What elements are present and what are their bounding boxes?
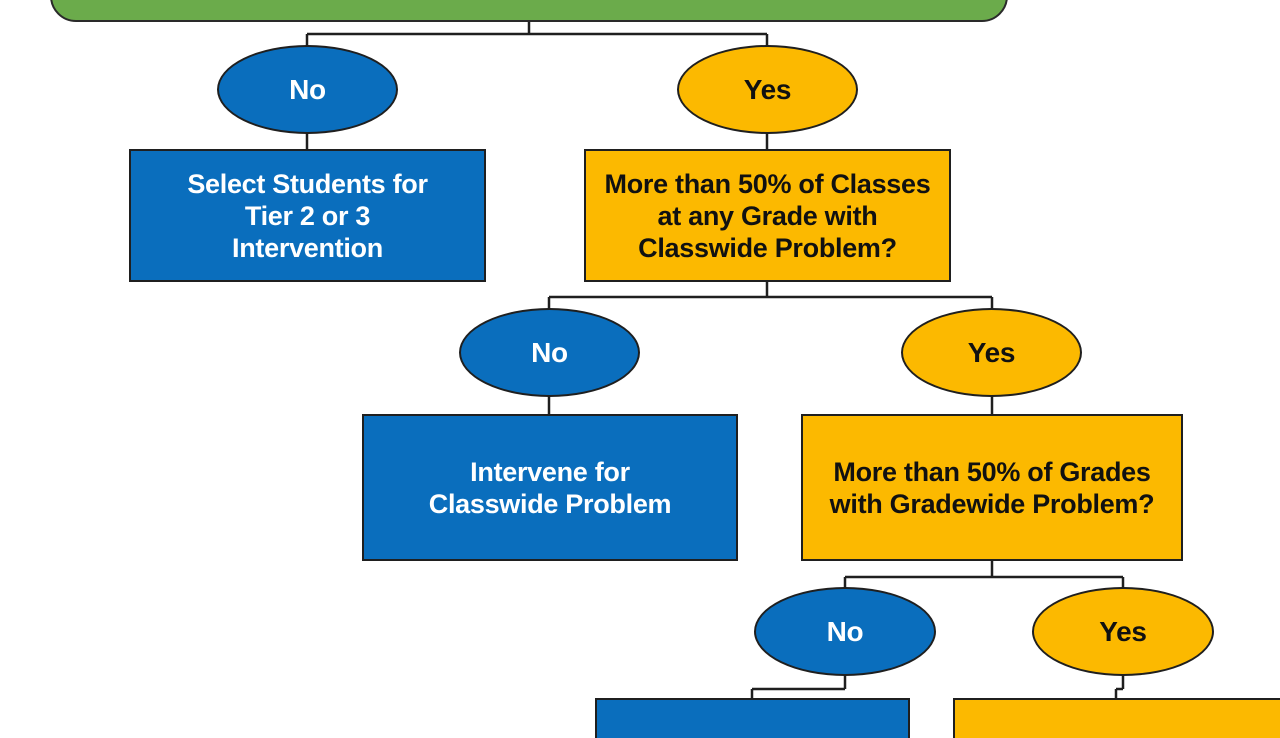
intervene-classwide-box: Intervene for Classwide Problem	[362, 414, 738, 561]
select-students-box: Select Students for Tier 2 or 3 Interven…	[129, 149, 486, 282]
classwide-question-box: More than 50% of Classes at any Grade wi…	[584, 149, 951, 282]
level3-yes-box	[953, 698, 1280, 738]
top-decision-box	[50, 0, 1008, 22]
gradewide-question-box: More than 50% of Grades with Gradewide P…	[801, 414, 1183, 561]
level1-no-oval: No	[217, 45, 398, 134]
level3-no-oval: No	[754, 587, 936, 676]
level2-no-oval: No	[459, 308, 640, 397]
level3-yes-oval: Yes	[1032, 587, 1214, 676]
level2-yes-oval: Yes	[901, 308, 1082, 397]
level3-no-box	[595, 698, 910, 738]
connector-lines	[305, 18, 1125, 699]
level1-yes-oval: Yes	[677, 45, 858, 134]
